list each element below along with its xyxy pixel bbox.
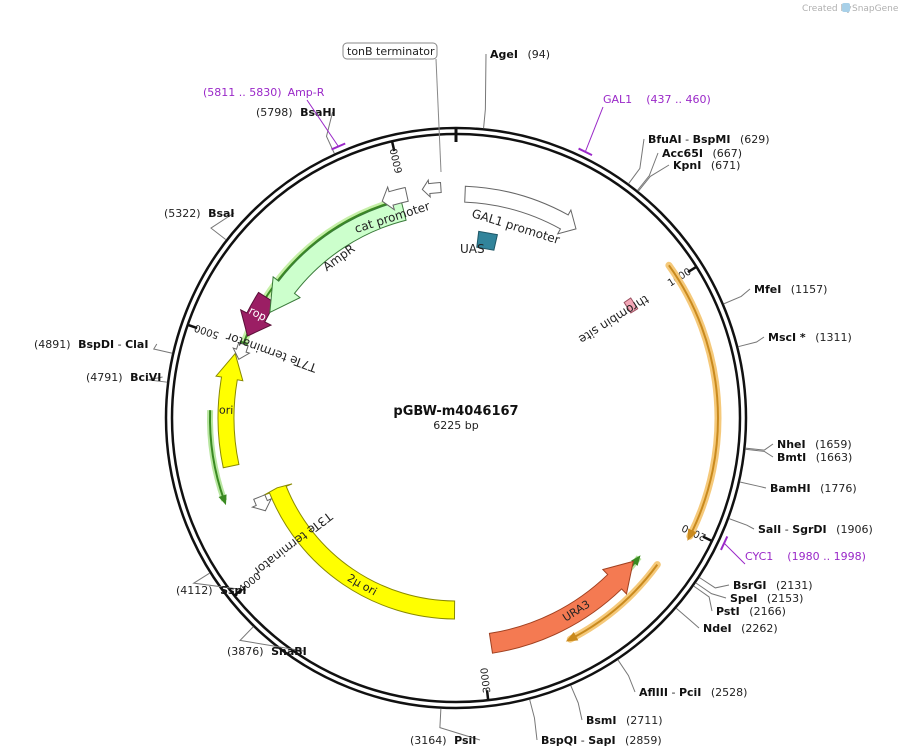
thrombin-site-label: thrombin site xyxy=(576,292,651,346)
created-by-text: Created by xyxy=(802,4,852,14)
primer-mark xyxy=(331,142,346,151)
plasmid-name: pGBW-m4046167 xyxy=(393,404,518,419)
primer-leader-line xyxy=(306,99,339,147)
restriction-site-label[interactable]: BsmI (2711) xyxy=(586,714,663,727)
site-leader-line xyxy=(637,152,659,191)
site-leader-line xyxy=(483,53,487,129)
restriction-site-label[interactable]: (5798) BsaHI xyxy=(256,106,336,119)
restriction-site-label[interactable]: (4112) SspI xyxy=(176,584,247,597)
restriction-site-label[interactable]: BmtI (1663) xyxy=(777,451,852,464)
site-leader-line xyxy=(745,443,774,451)
tick-mark xyxy=(187,323,198,330)
restriction-site-label[interactable]: (3876) SnaBI xyxy=(227,645,307,658)
site-leader-line xyxy=(693,585,713,612)
uas-label: UAS xyxy=(460,242,485,256)
site-leader-line xyxy=(617,659,636,693)
restriction-site-label[interactable]: SalI - SgrDI (1906) xyxy=(758,523,873,536)
site-leader-line xyxy=(739,481,767,489)
site-leader-line xyxy=(695,582,727,599)
tonb-terminator-label: tonB terminator xyxy=(347,45,435,58)
primer-leader-line xyxy=(723,542,746,565)
ura3-feature[interactable] xyxy=(488,560,634,654)
ori-label: ori xyxy=(219,404,234,417)
restriction-site-label[interactable]: BspQI - SapI (2859) xyxy=(541,734,662,747)
ampr-feature[interactable] xyxy=(269,200,407,314)
site-leader-line xyxy=(210,212,235,241)
site-leader-line xyxy=(570,685,583,721)
restriction-site-label[interactable]: (5322) BsaI xyxy=(164,207,235,220)
tick-label: 5000 xyxy=(193,322,221,341)
tick-mark xyxy=(485,690,490,701)
restriction-site-label[interactable]: MscI * (1311) xyxy=(768,331,852,344)
site-leader-line xyxy=(637,164,670,192)
site-leader-line xyxy=(192,572,247,591)
primer-label[interactable]: CYC1(1980 .. 1998) xyxy=(745,550,866,563)
restriction-site-label[interactable]: NdeI (2262) xyxy=(703,622,778,635)
tonb-terminator-feature[interactable] xyxy=(421,178,442,199)
site-leader-line xyxy=(745,448,774,458)
tick-mark xyxy=(687,265,698,274)
site-leader-line xyxy=(728,518,755,530)
site-leader-line xyxy=(738,336,765,348)
restriction-site-label[interactable]: BfuAI - BspMI (629) xyxy=(648,133,770,146)
tick-mark xyxy=(390,141,396,152)
restriction-site-label[interactable]: Acc65I (667) xyxy=(662,147,742,160)
primer-label[interactable]: (5811 .. 5830)Amp-R xyxy=(203,86,325,99)
primer-leader-line xyxy=(584,106,604,152)
site-leader-line xyxy=(628,138,645,184)
plasmid-length: 6225 bp xyxy=(433,419,478,432)
tick-mark xyxy=(233,588,243,597)
orf-arc-green-ori xyxy=(207,410,228,506)
restriction-site-label[interactable]: (4791) BciVI xyxy=(86,371,161,384)
restriction-site-label[interactable]: AflIII - PciI (2528) xyxy=(639,686,747,699)
restriction-site-label[interactable]: MfeI (1157) xyxy=(754,283,827,296)
site-leader-line xyxy=(675,607,700,629)
restriction-site-label[interactable]: (4891) BspDI - ClaI xyxy=(34,338,148,351)
gal1-promoter-feature[interactable] xyxy=(464,185,577,235)
restriction-site-label[interactable]: NheI (1659) xyxy=(777,438,852,451)
cat-promoter-feature[interactable] xyxy=(381,185,409,212)
snapgene-logo-icon xyxy=(842,3,850,12)
tick-label: 3000 xyxy=(480,667,494,694)
uas-feature[interactable] xyxy=(476,230,499,251)
site-leader-line xyxy=(723,288,751,305)
snapgene-brand: SnapGene xyxy=(852,4,899,14)
site-leader-line xyxy=(439,708,481,741)
t7te-terminator-feature[interactable] xyxy=(232,341,251,361)
tick-label: 6000 xyxy=(389,147,405,174)
site-leader-line xyxy=(699,577,730,589)
restriction-site-label[interactable]: AgeI (94) xyxy=(490,48,550,61)
primer-mark xyxy=(578,147,593,156)
site-leader-line xyxy=(148,376,168,383)
site-leader-line xyxy=(239,626,304,652)
backbone xyxy=(164,126,748,710)
restriction-site-label[interactable]: BamHI (1776) xyxy=(770,482,857,495)
tonb-terminator-callout: tonB terminator xyxy=(342,42,442,173)
orf-arc-gal1 xyxy=(665,261,722,541)
thrombin-site-feature[interactable] xyxy=(623,297,639,314)
ori-feature[interactable] xyxy=(215,352,244,469)
site-leader-line xyxy=(152,343,173,354)
tick-mark xyxy=(702,535,713,543)
site-leader-line xyxy=(529,699,538,741)
primer-label[interactable]: GAL1(437 .. 460) xyxy=(603,93,711,106)
orf-arc-ura3 xyxy=(565,561,661,643)
restriction-site-label[interactable]: KpnI (671) xyxy=(673,159,740,172)
t3te-terminator-feature[interactable] xyxy=(250,494,273,512)
2mu-ori-feature[interactable] xyxy=(263,483,456,620)
restriction-site-label[interactable]: PstI (2166) xyxy=(716,605,786,618)
restriction-site-label[interactable]: (3164) PsiI xyxy=(410,734,476,747)
site-leader-line xyxy=(325,111,335,154)
primer-mark xyxy=(720,535,729,551)
restriction-site-label[interactable]: SpeI (2153) xyxy=(730,592,803,605)
restriction-site-label[interactable]: BsrGI (2131) xyxy=(733,579,813,592)
